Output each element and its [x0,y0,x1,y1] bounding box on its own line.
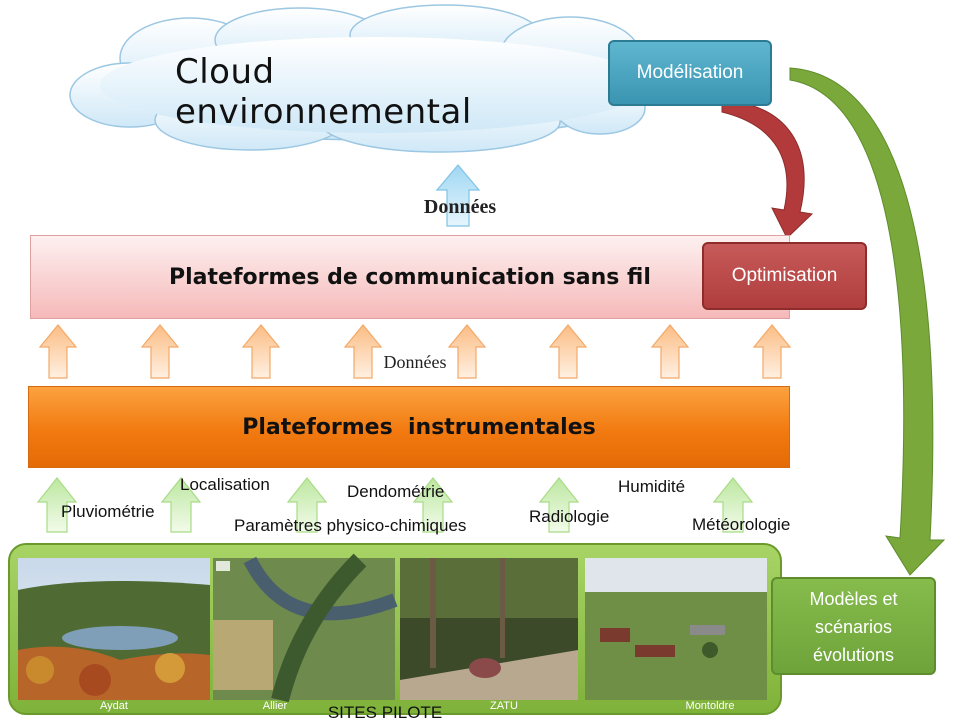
communication-platforms-bar: Plateformes de communication sans fil [30,235,790,319]
sites-pilote-title: SITES PILOTE [327,703,443,722]
param-physico-chimiques: Paramètres physico-chimiques [234,516,467,535]
up-arrow-blue [435,164,481,227]
donnees-label-top: Données [423,196,497,218]
cloud-title: Cloud environnemental [175,52,472,132]
modelisation-button[interactable]: Modélisation [608,40,772,106]
site-label-allier: Allier [262,700,288,712]
optimisation-button[interactable]: Optimisation [702,242,867,310]
param-radiologie: Radiologie [529,507,610,526]
photo-aydat [18,558,210,700]
up-arrow-orange [140,324,180,379]
up-arrow-orange [447,324,487,379]
param-pluviometrie: Pluviométrie [61,502,155,521]
scenarios-line-1: Modèles et [809,589,898,609]
up-arrow-green [712,477,754,533]
up-arrow-green [286,477,328,533]
up-arrow-orange [650,324,690,379]
photo-zatu [400,558,578,700]
up-arrow-green [160,477,202,533]
param-humidite: Humidité [618,477,686,496]
param-meteorologie: Météorologie [692,515,791,534]
up-arrow-orange [343,324,383,379]
red-curved-arrow [721,99,814,239]
green-arrows [36,477,754,533]
instrumental-platforms-bar: Plateformes instrumentales [28,386,790,468]
param-localisation: Localisation [180,475,270,494]
photo-montoldre [585,558,767,700]
donnees-label-mid: Données [383,352,447,372]
photo-allier [213,553,398,703]
scenarios-button[interactable]: Modèles et scénarios évolutions [771,577,936,675]
up-arrow-orange [548,324,588,379]
site-label-zatu: ZATU [490,700,518,712]
instrumental-platforms-label: Plateformes instrumentales [242,414,596,440]
orange-arrows [38,324,792,379]
up-arrow-green [538,477,580,533]
scenarios-line-3: évolutions [812,645,895,665]
up-arrow-green [36,477,78,533]
up-arrow-orange [241,324,281,379]
scenarios-line-2: scénarios [814,617,893,637]
site-label-aydat: Aydat [100,700,128,712]
site-label-montoldre: Montoldre [685,700,735,712]
up-arrow-green [412,477,454,533]
param-dendometrie: Dendométrie [347,482,445,501]
green-curved-arrow [789,67,946,576]
up-arrow-orange [752,324,792,379]
up-arrow-orange [38,324,78,379]
communication-platforms-label: Plateformes de communication sans fil [169,264,651,290]
